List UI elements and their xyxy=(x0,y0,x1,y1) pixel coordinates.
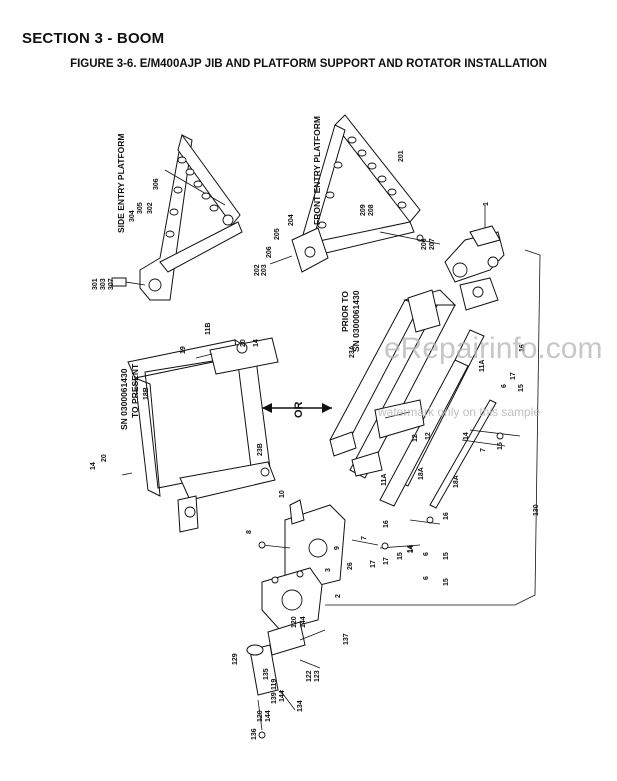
callout-207: 207 xyxy=(429,238,436,250)
callout-301: 301 xyxy=(92,278,99,290)
callout-137: 137 xyxy=(343,633,350,645)
callout-6-right: 6 xyxy=(501,384,508,388)
callout-15-rot-b: 15 xyxy=(443,578,450,586)
callout-204: 204 xyxy=(288,214,295,226)
callout-17-lower: 17 xyxy=(383,557,390,565)
callout-11b: 11B xyxy=(205,323,212,335)
callout-8: 8 xyxy=(246,530,253,534)
section-title: SECTION 3 - BOOM xyxy=(22,30,165,47)
callout-9: 9 xyxy=(334,546,341,550)
callout-17-right: 17 xyxy=(510,372,517,380)
callout-306: 306 xyxy=(153,178,160,190)
callout-14-right: 14 xyxy=(463,432,470,440)
callout-303: 303 xyxy=(100,278,107,290)
callout-129: 129 xyxy=(232,653,239,665)
callout-302: 302 xyxy=(147,202,154,214)
jib-assembly-current xyxy=(121,337,279,533)
callout-136: 136 xyxy=(251,728,258,740)
callout-11a-top: 11A xyxy=(479,360,486,372)
callout-123: 123 xyxy=(314,670,321,682)
figure-title: FIGURE 3-6. E/M400AJP JIB AND PLATFORM S… xyxy=(70,58,547,70)
callout-23a: 23A xyxy=(349,345,356,358)
callout-1: 1 xyxy=(483,202,490,206)
or-arrow xyxy=(262,403,332,413)
rotator-lower-assembly xyxy=(246,249,541,739)
callout-122: 122 xyxy=(306,670,313,682)
callout-16-right: 16 xyxy=(519,344,526,352)
caption-prior-to-line1: PRIOR TO xyxy=(340,291,350,332)
callout-305: 305 xyxy=(137,202,144,214)
callout-203: 203 xyxy=(261,264,268,276)
callout-15-rot: 15 xyxy=(397,552,404,560)
caption-side-entry-platform: SIDE ENTRY PLATFORM xyxy=(116,134,126,234)
callout-139: 139 xyxy=(271,692,278,704)
callout-3: 3 xyxy=(325,568,332,572)
callout-26: 26 xyxy=(347,562,354,570)
callout-6-rot: 6 xyxy=(423,576,430,580)
callout-15-lower: 15 xyxy=(443,552,450,560)
callout-23b: 23B xyxy=(257,443,264,456)
jib-assembly-prior xyxy=(329,277,521,525)
callout-20-bottom: 20 xyxy=(101,454,108,462)
callout-144-b: 144 xyxy=(279,690,286,702)
callout-144-c: 144 xyxy=(265,710,272,722)
callout-201: 201 xyxy=(398,150,405,162)
callout-2: 2 xyxy=(335,594,342,598)
callout-12-mid: 12 xyxy=(412,434,419,442)
callout-15-mid: 15 xyxy=(497,442,504,450)
callout-10: 10 xyxy=(279,490,286,498)
caption-or: OR xyxy=(293,401,305,418)
callout-120-b: 120 xyxy=(257,710,264,722)
callout-206: 206 xyxy=(266,246,273,258)
callout-120-a: 120 xyxy=(291,616,298,628)
watermark-main: eRepairinfo.com xyxy=(384,332,602,365)
callout-12-right: 12 xyxy=(425,432,432,440)
callout-135: 135 xyxy=(263,668,270,680)
callout-144-a: 144 xyxy=(300,616,307,628)
callout-16-mid: 16 xyxy=(383,520,390,528)
callout-20-top: 20 xyxy=(240,339,247,347)
callout-14-top: 14 xyxy=(253,339,260,347)
callout-206-b: 206 xyxy=(421,238,428,250)
rotator-head xyxy=(444,205,505,283)
callout-7-right: 7 xyxy=(480,448,487,452)
callout-208: 208 xyxy=(368,204,375,216)
watermark-sub: watermark only on this sample xyxy=(377,405,540,419)
caption-present-line1: SN 0300061430 xyxy=(119,368,129,430)
callout-205: 205 xyxy=(274,228,281,240)
callout-14-lower: 14 xyxy=(408,545,415,553)
callout-7: 7 xyxy=(361,536,368,540)
callout-18a-bottom: 18A xyxy=(453,475,460,488)
side-entry-platform-support xyxy=(111,133,243,301)
callout-6-lower: 6 xyxy=(423,552,430,556)
caption-present-line2: TO PRESENT xyxy=(130,363,140,418)
caption-prior-to-line2: SN 0300061430 xyxy=(351,290,361,352)
callout-18a-mid: 18A xyxy=(418,467,425,480)
callout-14-rot: 14 xyxy=(407,545,414,553)
callout-304: 304 xyxy=(129,210,136,222)
callout-209: 209 xyxy=(360,204,367,216)
callout-17: 17 xyxy=(370,560,377,568)
callout-18b: 18B xyxy=(143,387,150,400)
callout-14-bottom: 14 xyxy=(90,462,97,470)
callout-16-lower: 16 xyxy=(443,512,450,520)
front-entry-platform-support xyxy=(269,114,441,273)
callout-15-right: 15 xyxy=(518,384,525,392)
callout-11a-mid: 11A xyxy=(381,474,388,486)
callout-19: 19 xyxy=(180,346,187,354)
callout-130: 130 xyxy=(533,504,540,516)
callout-202: 202 xyxy=(254,264,261,276)
callout-119: 119 xyxy=(271,679,278,690)
callout-134: 134 xyxy=(297,700,304,712)
caption-front-entry-platform: FRONT ENTRY PLATFORM xyxy=(312,116,322,225)
callout-307: 307 xyxy=(108,278,115,290)
